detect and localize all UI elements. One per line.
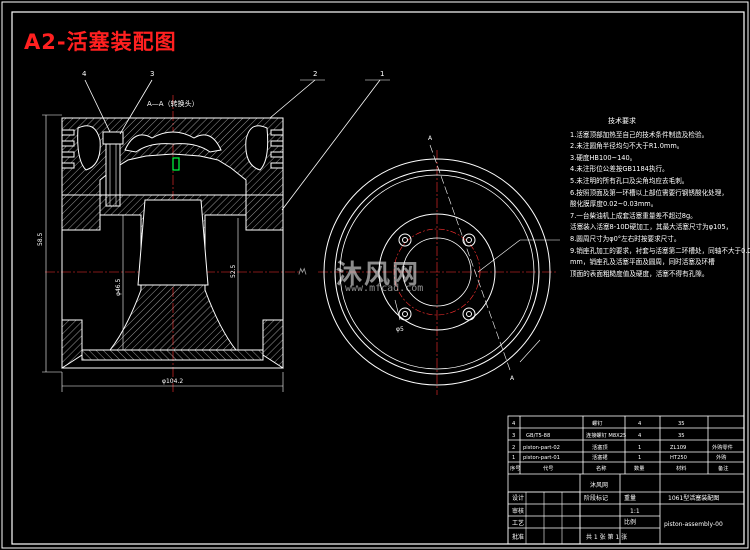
bom-row-code: GB/T5-88 (526, 433, 550, 439)
bom-row-remark: 外购 (716, 453, 726, 461)
dim-height: 58.5 (37, 232, 44, 246)
bom-row-no: 2 (512, 445, 515, 451)
bom-row-material: ZL109 (670, 445, 686, 451)
top-view (318, 144, 560, 395)
note-line: 7.一台柴油机上成套活塞重量差不超过8g。 (570, 211, 697, 220)
bom-row-remark: 外购零件 (712, 443, 733, 451)
note-line: 3.硬度HB100~140。 (570, 153, 637, 162)
title-block-drawing-name: 1061型活塞装配图 (668, 494, 719, 502)
note-line: mm，销座孔及活塞平面及圆周，同时活塞及环槽 (570, 258, 715, 267)
view-mark-a-bottom: A (510, 375, 515, 382)
balloon-3: 3 (150, 70, 154, 78)
view-mark-a-top: A (428, 135, 433, 142)
inner-frame (11, 11, 745, 545)
bom-row-material: 35 (678, 421, 685, 427)
note-line: 顶面的表面粗糙度值及硬度，活塞不得有孔隙。 (570, 269, 709, 278)
note-line: 酸化膜厚度0.02~0.03mm。 (570, 200, 658, 209)
bom-row-name: 连接螺钉 M8X25 (586, 431, 626, 439)
bom-row-name: 螺钉 (592, 419, 602, 427)
title-block-stage: 阶段标记 (584, 494, 608, 502)
drawing-title: A2-活塞装配图 (24, 30, 177, 54)
bom-header-qty: 数量 (634, 464, 644, 472)
section-label: A—A（转换头） (147, 99, 199, 108)
note-line: 4.未注形位公差按GB1184执行。 (570, 165, 669, 174)
brand-m-icon (298, 267, 307, 275)
notes-title: 技术要求 (608, 117, 636, 125)
bom-row-qty: 4 (638, 433, 642, 439)
note-line: 活塞装入活塞8-10D硬加工，其最大活塞尺寸为φ105， (570, 223, 733, 232)
bom-row-qty: 1 (638, 455, 641, 461)
bom-header-name: 名称 (596, 464, 606, 472)
balloon-4: 4 (82, 70, 87, 78)
title-block-process: 工艺 (512, 519, 524, 527)
bom-row-name: 活塞顶 (592, 443, 608, 451)
title-block-unit: 沐风网 (590, 481, 608, 489)
watermark-url: www.mfcad.com (345, 283, 424, 294)
dim-bottom: φ104.2 (162, 378, 183, 385)
bom-header-code: 代号 (543, 464, 553, 472)
bom-row-no: 3 (512, 433, 515, 439)
technical-notes: 技术要求 1.活塞顶部加热至自己的技术条件制造及检验。 2.未注圆角半径均匀不大… (570, 116, 750, 280)
bom-row-code: piston-part-02 (523, 445, 560, 451)
note-line: 2.未注圆角半径均匀不大于R1.0mm。 (570, 142, 684, 151)
note-line: 1.活塞顶部加热至自己的技术条件制造及检验。 (570, 130, 709, 139)
bom-row-qty: 4 (638, 421, 642, 427)
title-block-ratio: 比例 (624, 518, 636, 526)
title-block-approve: 批准 (512, 533, 524, 541)
balloon-1: 1 (380, 70, 384, 78)
bom-header-remark: 备注 (718, 464, 728, 472)
title-block-drawing-no: piston-assembly-00 (664, 521, 723, 528)
note-line: 9.销座孔加工的要求，衬套与活塞第二环槽处，同轴不大于0.03 (570, 246, 750, 255)
bom-row-material: HT250 (670, 455, 687, 461)
note-line: 6.按照顶面及第一环槽以上部位需要行钢锈酸化处理， (570, 188, 728, 197)
dim-inner: φ46.5 (115, 279, 122, 297)
section-view (42, 79, 390, 392)
dim-circle: φ5 (396, 326, 404, 333)
bom-row-code: piston-part-01 (523, 455, 560, 461)
title-block-sheets: 共 1 张 第 1 张 (586, 533, 627, 541)
bom-row-qty: 1 (638, 445, 641, 451)
bom-header-material: 材料 (676, 464, 686, 472)
note-line: 8.圆周尺寸为φ0°左右时按要求尺寸。 (570, 234, 681, 243)
note-line: 5.未注明的所有孔口及尖角均应去毛刺。 (570, 176, 689, 185)
watermark-brand: 沐风网 (336, 260, 421, 290)
dim-length: 52.5 (230, 264, 237, 278)
bom-row-material: 35 (678, 433, 685, 439)
watermark-logo (298, 267, 307, 275)
bom-row-name: 活塞裙 (592, 453, 608, 461)
bom-row-no: 4 (512, 421, 516, 427)
title-block-designer: 设计 (512, 494, 524, 502)
title-block-checker: 审核 (512, 507, 524, 515)
balloon-2: 2 (313, 70, 317, 78)
title-block-weight: 重量 (624, 494, 636, 502)
title-block-scale: 1:1 (630, 508, 640, 515)
bom-row-no: 1 (512, 455, 515, 461)
bom-header-no: 序号 (510, 464, 520, 472)
